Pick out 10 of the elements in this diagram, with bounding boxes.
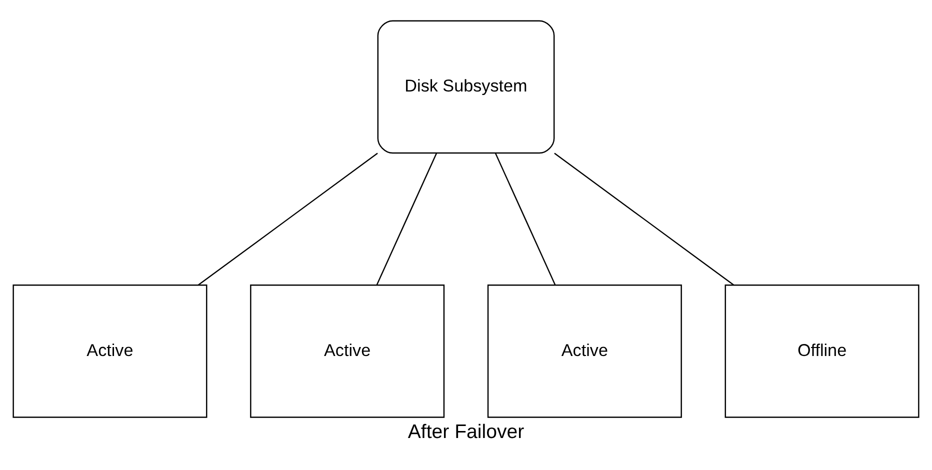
connector — [494, 152, 556, 286]
node-box: Offline — [724, 284, 920, 418]
node-box: Active — [250, 284, 445, 418]
node-box: Active — [12, 284, 208, 418]
connector — [376, 152, 438, 286]
connector — [198, 152, 378, 286]
connector — [554, 152, 734, 286]
caption: After Failover — [408, 420, 524, 443]
node-box: Active — [487, 284, 682, 418]
node-box: Disk Subsystem — [377, 20, 555, 154]
